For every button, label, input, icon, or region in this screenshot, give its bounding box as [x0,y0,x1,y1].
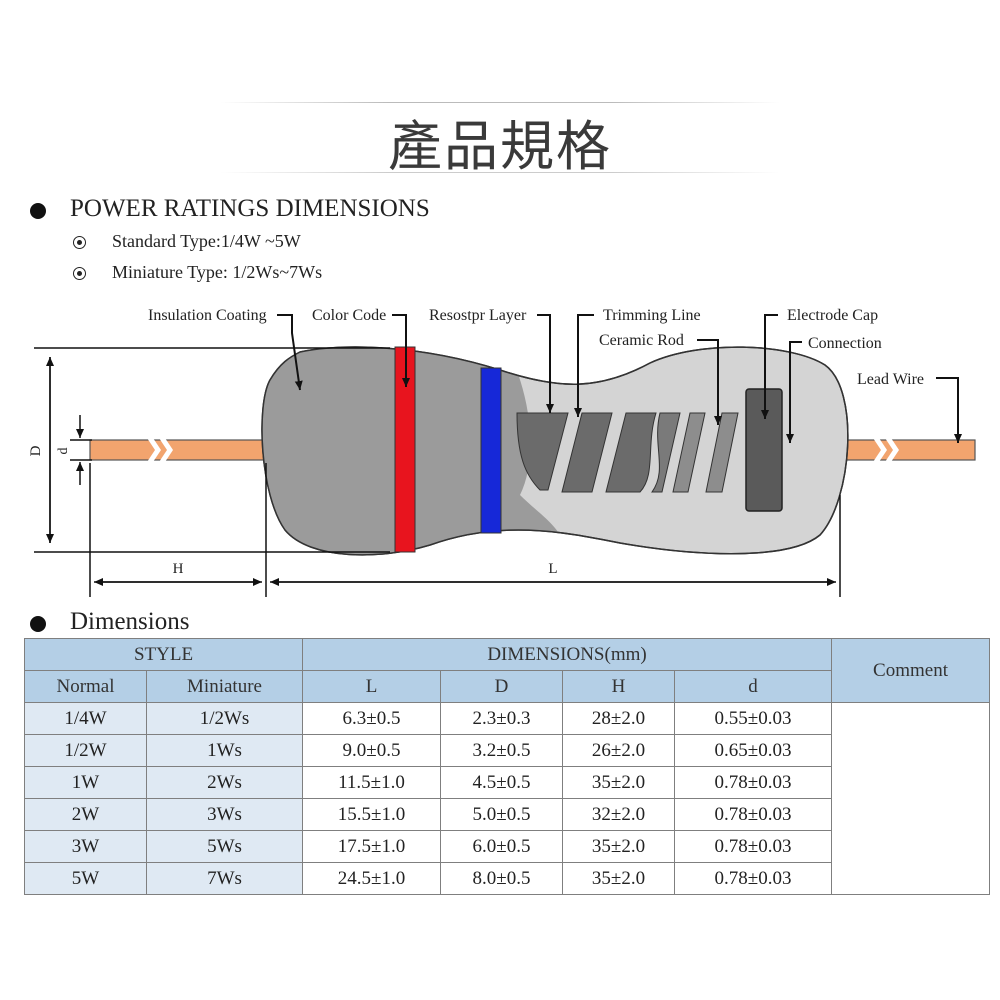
dim-label-d: d [56,448,71,455]
header-dimensions: DIMENSIONS(mm) [302,638,833,671]
cell-miniature: 7Ws [145,862,304,895]
title-divider-top [220,102,780,103]
cell-L: 17.5±1.0 [302,830,442,863]
table-row: 1/2W 1Ws 9.0±0.5 3.2±0.5 26±2.0 0.65±0.0… [24,734,990,767]
dim-label-D: D [28,445,44,456]
label-ceramic-rod: Ceramic Rod [599,332,684,349]
cell-L: 24.5±1.0 [302,862,442,895]
cell-L: 9.0±0.5 [302,734,442,767]
cell-d: 0.78±0.03 [674,862,833,895]
cell-normal: 2W [24,798,147,831]
miniature-type-text: Miniature Type: 1/2Ws~7Ws [112,262,323,282]
cell-d: 0.55±0.03 [674,702,833,735]
radio-dot-icon [73,236,86,249]
cell-H: 26±2.0 [562,734,676,767]
cell-L: 11.5±1.0 [302,766,442,799]
cell-normal: 1W [24,766,147,799]
cell-d: 0.65±0.03 [674,734,833,767]
bullet-icon [30,203,46,219]
cell-normal: 3W [24,830,147,863]
cell-D: 3.2±0.5 [440,734,564,767]
table-column-header-row: Normal Miniature L D H d [24,670,990,703]
cell-miniature: 3Ws [145,798,304,831]
cell-H: 32±2.0 [562,798,676,831]
cell-comment [831,702,991,895]
page-title: 產品規格 [388,115,612,178]
dim-label-H: H [173,561,184,577]
label-insulation-coating: Insulation Coating [148,307,267,324]
cell-H: 35±2.0 [562,830,676,863]
cell-D: 2.3±0.3 [440,702,564,735]
resistor-layer [516,412,739,493]
cell-L: 6.3±0.5 [302,702,442,735]
cell-D: 6.0±0.5 [440,830,564,863]
radio-dot-icon [73,267,86,280]
label-color-code: Color Code [312,307,386,324]
title-divider-bottom [220,172,780,173]
label-connection: Connection [808,335,882,352]
table-row: 1W 2Ws 11.5±1.0 4.5±0.5 35±2.0 0.78±0.03 [24,766,990,799]
cell-D: 5.0±0.5 [440,798,564,831]
power-ratings-heading: POWER RATINGS DIMENSIONS [70,195,430,222]
dimensions-table: STYLE DIMENSIONS(mm) Comment Normal Mini… [23,638,991,895]
resistor-diagram: Insulation Coating Color Code Resostpr L… [28,307,976,597]
label-resistor-layer: Resostpr Layer [429,307,527,324]
cell-miniature: 1/2Ws [145,702,304,735]
cell-normal: 1/4W [24,702,147,735]
cell-d: 0.78±0.03 [674,798,833,831]
header-miniature: Miniature [145,670,304,703]
cell-miniature: 1Ws [145,734,304,767]
color-band-blue [480,367,502,534]
header-L: L [302,670,442,703]
table-row: 1/4W 1/2Ws 6.3±0.5 2.3±0.3 28±2.0 0.55±0… [24,702,991,895]
table-group-header-row: STYLE DIMENSIONS(mm) Comment [23,638,991,703]
header-D: D [440,670,564,703]
cell-normal: 5W [24,862,147,895]
label-electrode-cap: Electrode Cap [787,307,878,324]
lead-wire-left [89,436,271,464]
dim-label-L: L [548,561,557,577]
table-row: 2W 3Ws 15.5±1.0 5.0±0.5 32±2.0 0.78±0.03 [24,798,990,831]
label-lead-wire: Lead Wire [857,371,924,388]
cell-H: 35±2.0 [562,766,676,799]
bullet-icon [30,616,46,632]
standard-type-text: Standard Type:1/4W ~5W [112,231,301,251]
cell-L: 15.5±1.0 [302,798,442,831]
dimensions-heading: Dimensions [70,608,190,635]
cell-H: 35±2.0 [562,862,676,895]
header-H: H [562,670,676,703]
cell-D: 8.0±0.5 [440,862,564,895]
cell-miniature: 2Ws [145,766,304,799]
cell-normal: 1/2W [24,734,147,767]
cell-d: 0.78±0.03 [674,830,833,863]
table-row: 3W 5Ws 17.5±1.0 6.0±0.5 35±2.0 0.78±0.03 [24,830,990,863]
header-style: STYLE [23,638,304,671]
table-row: 5W 7Ws 24.5±1.0 8.0±0.5 35±2.0 0.78±0.03 [24,862,990,895]
header-comment: Comment [831,638,991,703]
cell-D: 4.5±0.5 [440,766,564,799]
cell-d: 0.78±0.03 [674,766,833,799]
cell-miniature: 5Ws [145,830,304,863]
label-trimming-line: Trimming Line [603,307,701,324]
header-d: d [674,670,833,703]
cell-H: 28±2.0 [562,702,676,735]
header-normal: Normal [24,670,147,703]
